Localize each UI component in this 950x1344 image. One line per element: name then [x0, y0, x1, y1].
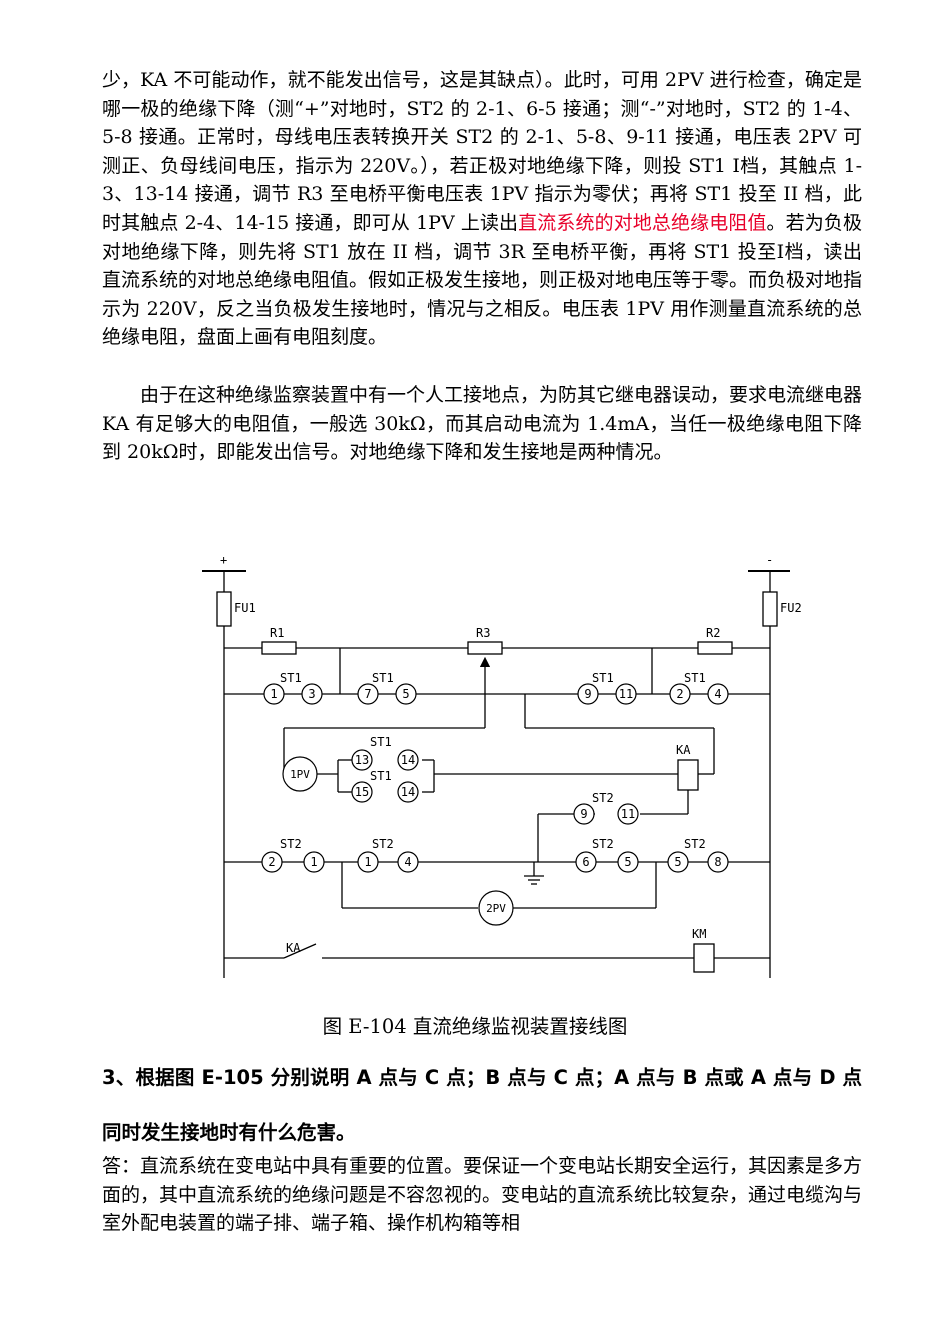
- contact-4: 4: [714, 687, 721, 701]
- figure-caption: 图 E-104 直流绝缘监视装置接线图: [322, 1015, 628, 1038]
- st1-label-5: ST1: [370, 735, 392, 749]
- paragraph-1-text-b: 。若为负极对地绝缘下降，则先将 ST1 放在 II 档，调节 3R 至电桥平衡，…: [102, 211, 863, 349]
- contact-11: 11: [619, 687, 633, 701]
- contact-5-st2-b: 5: [674, 855, 681, 869]
- contact-5: 5: [402, 687, 409, 701]
- question-heading: 3、根据图 E-105 分别说明 A 点与 C 点；B 点与 C 点；A 点与 …: [102, 1066, 862, 1144]
- paragraph-1-highlight: 直流系统的对地总绝缘电阻值: [518, 211, 767, 234]
- contact-7: 7: [364, 687, 371, 701]
- voltmeter-1pv: 1PV: [290, 768, 310, 781]
- contact-2-st2: 2: [268, 855, 275, 869]
- minus-terminal-label: -: [766, 553, 773, 567]
- wiring-diagram: + - FU1 FU2 R1 R3 R2 ST1 ST1 ST1 ST1 ST1…: [202, 553, 802, 978]
- paragraph-1: 少，KA 不可能动作，就不能发出信号，这是其缺点）。此时，可用 2PV 进行检查…: [102, 66, 862, 352]
- st2-label-3: ST2: [372, 837, 394, 851]
- contact-9: 9: [584, 687, 591, 701]
- contact-1: 1: [270, 687, 277, 701]
- st1-label-6: ST1: [370, 769, 392, 783]
- contact-11-st2: 11: [621, 807, 635, 821]
- contact-9-st2: 9: [580, 807, 587, 821]
- st2-label-4: ST2: [592, 837, 614, 851]
- contact-4-st2: 4: [404, 855, 411, 869]
- plus-terminal-label: +: [220, 553, 227, 567]
- st1-label-2: ST1: [372, 671, 394, 685]
- km-coil-label: KM: [692, 927, 706, 941]
- contact-1-st2-a: 1: [310, 855, 317, 869]
- contact-15: 15: [355, 785, 369, 799]
- st1-label-1: ST1: [280, 671, 302, 685]
- st2-label-5: ST2: [684, 837, 706, 851]
- contact-14-b: 14: [401, 785, 415, 799]
- paragraph-1-text-a: 少，KA 不可能动作，就不能发出信号，这是其缺点）。此时，可用 2PV 进行检查…: [102, 69, 862, 234]
- paragraph-2: 由于在这种绝缘监察装置中有一个人工接地点，为防其它继电器误动，要求电流继电器 K…: [102, 384, 863, 464]
- contact-3: 3: [308, 687, 315, 701]
- st2-label-2: ST2: [280, 837, 302, 851]
- fu2-label: FU2: [780, 601, 802, 615]
- r2-label: R2: [706, 626, 720, 640]
- contact-5-st2-a: 5: [624, 855, 631, 869]
- voltmeter-2pv: 2PV: [486, 902, 506, 915]
- contact-6-st2: 6: [582, 855, 589, 869]
- st1-label-4: ST1: [684, 671, 706, 685]
- ka-coil-label: KA: [676, 743, 691, 757]
- contact-2: 2: [676, 687, 683, 701]
- ka-contact-label: KA: [286, 941, 301, 955]
- st1-label-3: ST1: [592, 671, 614, 685]
- contact-8-st2: 8: [714, 855, 721, 869]
- st2-label-1: ST2: [592, 791, 614, 805]
- fu1-label: FU1: [234, 601, 256, 615]
- r1-label: R1: [270, 626, 284, 640]
- answer-paragraph: 答：直流系统在变电站中具有重要的位置。要保证一个变电站长期安全运行，其因素是多方…: [102, 1155, 863, 1235]
- contact-13: 13: [355, 753, 369, 767]
- r3-label: R3: [476, 626, 490, 640]
- contact-1-st2-b: 1: [364, 855, 371, 869]
- contact-14-a: 14: [401, 753, 415, 767]
